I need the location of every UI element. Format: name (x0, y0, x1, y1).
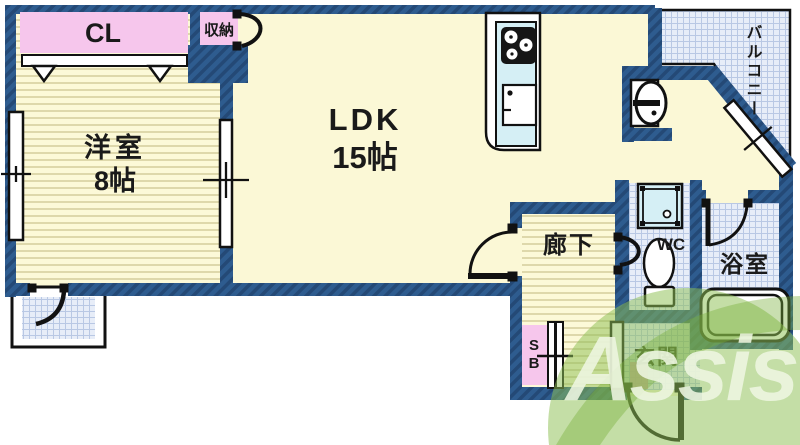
kitchen-counter (484, 11, 542, 152)
western-room-label: 洋室 (84, 132, 146, 163)
porch-area (10, 285, 107, 349)
storage-label: 収納 (204, 21, 234, 39)
ldk-label: LDK (329, 102, 402, 137)
porch-door-icon (27, 283, 69, 327)
shoebox-sliding-door-icon (537, 321, 573, 389)
storage-door-icon (232, 9, 263, 51)
balcony-window-icon (722, 98, 794, 179)
watermark: Assist (548, 288, 800, 445)
wc-door-icon (613, 232, 641, 275)
sliding-door-icon (203, 118, 249, 249)
hallway-label: 廊下 (543, 231, 595, 259)
watermark-circle (548, 288, 800, 445)
balcony-label: バルコニー (744, 24, 763, 119)
watermark-text: Assist (564, 318, 800, 420)
wc-label: WC (657, 235, 685, 254)
western-room-window-icon (1, 110, 31, 242)
sink-icon (501, 83, 538, 127)
bathroom-label: 浴室 (720, 251, 770, 277)
hanger-icon (21, 54, 188, 84)
storage-area (200, 12, 238, 45)
stove-icon (501, 27, 536, 64)
western-room-size: 8帖 (94, 166, 136, 196)
watermark-swoosh (556, 296, 800, 445)
bathroom-door-icon (701, 198, 753, 247)
shoebox-label-line2: B (529, 355, 540, 372)
washbasin-icon (629, 78, 668, 128)
ldk-size: 15帖 (332, 140, 397, 175)
hallway-door-icon (468, 223, 518, 282)
closet-label: CL (85, 18, 121, 48)
washer-pan-icon (636, 182, 684, 230)
shoebox-label-line1: S (529, 337, 539, 354)
closet-cl-area (20, 12, 188, 53)
